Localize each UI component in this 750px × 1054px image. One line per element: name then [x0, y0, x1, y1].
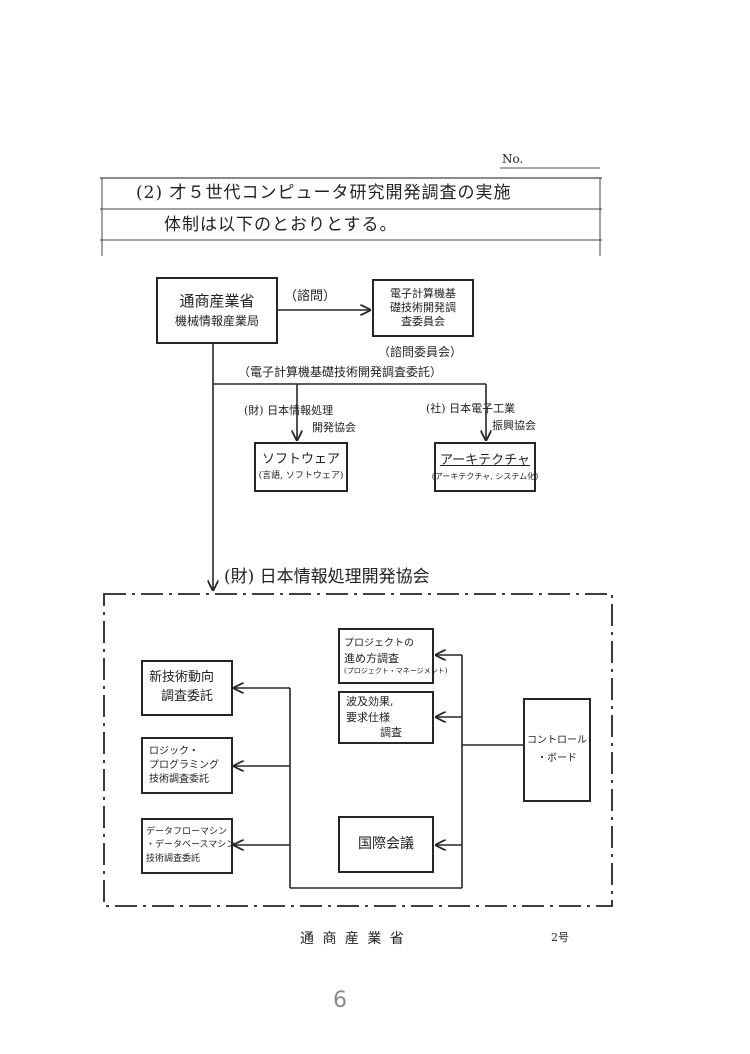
ripple-box-line-2: 要求仕様: [346, 710, 390, 724]
council-box-line-2: 礎技術開発調: [390, 300, 456, 314]
intl-box-line-1: 国際会議: [358, 836, 414, 853]
project-box-line-3: (プロジェクト・マネージメント): [344, 666, 448, 675]
tech-trend-box-line-2: 調査委託: [161, 689, 214, 704]
left-org-line-2: 開発協会: [312, 421, 356, 434]
page-number: 6: [333, 988, 347, 1013]
project-box-line-1: プロジェクトの: [344, 637, 414, 649]
dataflow-box-line-1: データフローマシン: [146, 827, 228, 838]
footer-ministry: 通 商 産 業 省: [300, 931, 406, 947]
dataflow-box-line-2: ・データベースマシン: [146, 840, 236, 851]
miti-box-line-2: 機械情報産業局: [174, 313, 259, 328]
council-box-line-3: 査委員会: [401, 315, 445, 329]
control-box-line-2: ・ボード: [537, 753, 577, 764]
ripple-box-line-1: 波及効果,: [346, 695, 394, 709]
right-org-line-2: 振興協会: [492, 419, 536, 432]
logic-box-line-3: 技術調査委託: [149, 773, 209, 785]
logic-box-line-2: プログラミング: [149, 759, 219, 771]
heading-line-2: 体制は以下のとおりとする。: [164, 215, 398, 235]
dataflow-box-line-3: 技術調査委託: [146, 853, 201, 864]
council-caption: （諮問委員会）: [378, 345, 463, 359]
architecture-box: アーキテクチャ (アーキテクチャ, システム化): [431, 442, 539, 492]
dataflow-machine-box: データフローマシン ・データベースマシン 技術調査委託: [141, 818, 236, 874]
commission-label: （電子計算機基礎技術開発調査委託）: [236, 365, 445, 379]
tech-trend-box: 新技術動向 調査委託: [141, 660, 233, 716]
miti-box-line-1: 通商産業省: [179, 291, 255, 310]
project-box-line-2: 進め方調査: [344, 651, 399, 665]
council-box: 電子計算機基 礎技術開発調 査委員会: [372, 279, 474, 337]
architecture-box-line-2: (アーキテクチャ, システム化): [431, 471, 539, 481]
international-conference-box: 国際会議: [338, 816, 434, 873]
ripple-effect-box: 波及効果, 要求仕様 調査: [338, 691, 434, 744]
council-box-line-1: 電子計算機基: [390, 286, 456, 300]
control-box-line-1: コントロール: [527, 735, 587, 746]
footer-form-number: 2号: [551, 931, 569, 944]
architecture-box-line-1: アーキテクチャ: [439, 452, 531, 468]
left-org-line-1: (財) 日本情報処理: [244, 404, 334, 417]
right-org-line-1: (社) 日本電子工業: [426, 402, 516, 415]
logic-programming-box: ロジック・ プログラミング 技術調査委託: [141, 737, 233, 794]
control-board-box: コントロール ・ボード: [523, 698, 591, 802]
project-management-box: プロジェクトの 進め方調査 (プロジェクト・マネージメント): [338, 628, 448, 684]
software-box: ソフトウェア (言語, ソフトウェア): [254, 442, 348, 492]
heading-line-1: (2) 才５世代コンピュータ研究開発調査の実施: [136, 183, 512, 203]
jipdec-title: (財) 日本情報処理開発協会: [224, 567, 430, 587]
miti-box: 通商産業省 機械情報産業局: [156, 277, 278, 344]
software-box-line-2: (言語, ソフトウェア): [258, 470, 344, 481]
document-number-label: No.: [502, 152, 524, 166]
ripple-box-line-3: 調査: [380, 726, 402, 740]
software-box-line-1: ソフトウェア: [262, 452, 341, 468]
tech-trend-box-line-1: 新技術動向: [149, 670, 215, 686]
logic-box-line-1: ロジック・: [149, 745, 199, 757]
consultation-label: （諮問）: [284, 289, 337, 304]
